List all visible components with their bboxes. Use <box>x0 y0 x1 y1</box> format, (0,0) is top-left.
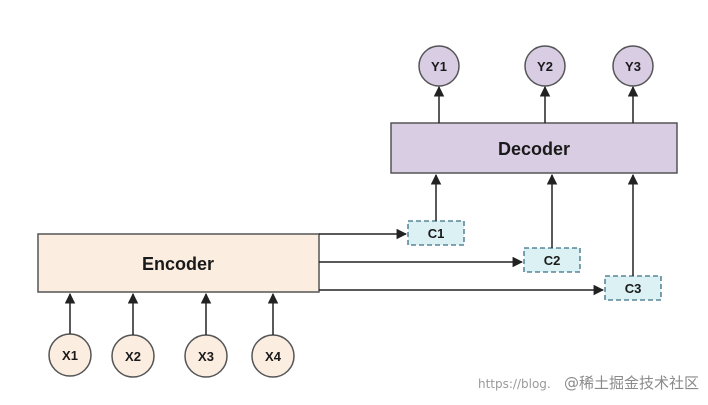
input-node-x1: X1 <box>48 333 92 377</box>
context-box-c3: C3 <box>604 275 662 301</box>
output-label-y1: Y1 <box>431 59 447 74</box>
context-box-c2: C2 <box>523 247 581 273</box>
encoder-box <box>37 233 320 293</box>
input-node-x3: X3 <box>184 334 228 378</box>
output-node-y1: Y1 <box>418 45 460 87</box>
decoder-box <box>390 122 678 174</box>
output-label-y3: Y3 <box>625 59 641 74</box>
input-label-x1: X1 <box>62 348 78 363</box>
input-label-x4: X4 <box>265 349 282 364</box>
decoder-label: Decoder <box>498 139 570 159</box>
output-node-y3: Y3 <box>612 45 654 87</box>
output-node-y2: Y2 <box>524 45 566 87</box>
encoder-label: Encoder <box>142 254 214 274</box>
context-box-c1: C1 <box>407 220 465 246</box>
input-node-x2: X2 <box>111 334 155 378</box>
output-label-y2: Y2 <box>537 59 553 74</box>
context-label-c1: C1 <box>428 226 445 241</box>
input-node-x4: X4 <box>251 334 295 378</box>
watermark-url: https://blog. <box>478 377 551 391</box>
context-label-c2: C2 <box>544 253 561 268</box>
input-label-x2: X2 <box>125 349 141 364</box>
context-label-c3: C3 <box>625 281 642 296</box>
input-label-x3: X3 <box>198 349 214 364</box>
watermark-brand: @稀土掘金技术社区 <box>564 374 699 392</box>
